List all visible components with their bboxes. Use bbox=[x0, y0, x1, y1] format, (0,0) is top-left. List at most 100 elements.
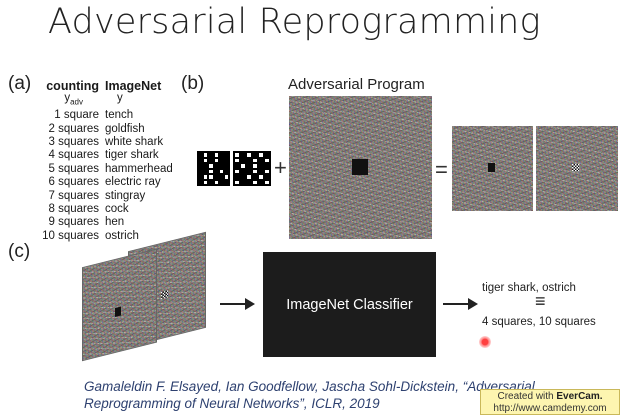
cursor-highlight bbox=[479, 336, 491, 348]
grid-cell bbox=[247, 153, 251, 157]
count-image-1 bbox=[197, 151, 230, 186]
grid-cell bbox=[199, 180, 203, 184]
grid-cell bbox=[214, 153, 218, 157]
grid-cell bbox=[224, 175, 228, 179]
count-cell: 7 squares bbox=[48, 189, 99, 202]
grid-cell bbox=[253, 175, 257, 179]
grid-cell bbox=[259, 164, 263, 168]
adversarial-program-image bbox=[289, 96, 432, 239]
grid-cell bbox=[235, 180, 239, 184]
stacked-image-front bbox=[82, 248, 157, 362]
imagenet-label-cell: ostrich bbox=[105, 229, 139, 242]
embedded-digit bbox=[161, 290, 168, 300]
grid-cell bbox=[241, 180, 245, 184]
grid-cell bbox=[235, 153, 239, 157]
grid-cell bbox=[224, 169, 228, 173]
subheader-y: y bbox=[117, 92, 123, 105]
grid-cell bbox=[199, 169, 203, 173]
count-cell: 3 squares bbox=[48, 135, 99, 148]
grid-cell bbox=[265, 158, 269, 162]
grid-cell bbox=[204, 158, 208, 162]
grid-cell bbox=[204, 175, 208, 179]
subheader-y-adv: yadv bbox=[64, 92, 83, 107]
grid-cell bbox=[247, 180, 251, 184]
grid-cell bbox=[204, 169, 208, 173]
grid-cell bbox=[199, 158, 203, 162]
imagenet-label-cell: tench bbox=[105, 109, 134, 122]
panel-label-a: (a) bbox=[8, 73, 32, 94]
grid-cell bbox=[214, 169, 218, 173]
grid-cell bbox=[214, 175, 218, 179]
output-imagenet-labels: tiger shark, ostrich bbox=[482, 282, 576, 294]
grid-cell bbox=[253, 158, 257, 162]
grid-cell bbox=[224, 180, 228, 184]
citation-line-1: Gamaleldin F. Elsayed, Ian Goodfellow, J… bbox=[84, 379, 535, 394]
grid-cell bbox=[219, 175, 223, 179]
equivalence-symbol: ≡ bbox=[535, 291, 546, 311]
plus-sign: + bbox=[274, 155, 287, 180]
equals-sign: = bbox=[435, 157, 448, 182]
grid-cell bbox=[265, 169, 269, 173]
watermark-brand: EverCam. bbox=[556, 391, 603, 402]
grid-cell bbox=[241, 164, 245, 168]
count-cell: 10 squares bbox=[42, 229, 99, 242]
grid-cell bbox=[241, 153, 245, 157]
grid-cell bbox=[253, 153, 257, 157]
imagenet-label-cell: tiger shark bbox=[105, 149, 159, 162]
grid-cell bbox=[265, 164, 269, 168]
grid-cell bbox=[259, 180, 263, 184]
watermark-url: http://www.camdemy.com bbox=[493, 403, 607, 414]
grid-cell bbox=[199, 175, 203, 179]
grid-cell bbox=[214, 164, 218, 168]
count-cell: 6 squares bbox=[48, 176, 99, 189]
imagenet-label-cell: electric ray bbox=[105, 176, 161, 189]
grid-cell bbox=[265, 180, 269, 184]
evercam-watermark: Created with EverCam. http://www.camdemy… bbox=[480, 389, 620, 415]
embedded-digit bbox=[488, 163, 495, 172]
grid-cell bbox=[204, 153, 208, 157]
program-center-square bbox=[352, 159, 368, 175]
grid-cell bbox=[214, 158, 218, 162]
imagenet-label-cell: goldfish bbox=[105, 122, 145, 135]
grid-cell bbox=[265, 175, 269, 179]
embedded-digit bbox=[115, 306, 121, 318]
slide-title: Adversarial Reprogramming bbox=[48, 2, 541, 42]
output-count-labels: 4 squares, 10 squares bbox=[482, 316, 596, 328]
table-subheader: yadv y bbox=[28, 92, 198, 109]
table-row: 5 squares hammerhead bbox=[28, 163, 198, 176]
grid-cell bbox=[259, 158, 263, 162]
grid-cell bbox=[253, 180, 257, 184]
grid-cell bbox=[259, 169, 263, 173]
count-cell: 8 squares bbox=[48, 202, 99, 215]
table-row: 9 squares hen bbox=[28, 216, 198, 229]
grid-cell bbox=[259, 175, 263, 179]
table-row: 10 squares ostrich bbox=[28, 230, 198, 243]
grid-cell bbox=[209, 164, 213, 168]
grid-cell bbox=[235, 175, 239, 179]
imagenet-label-cell: hammerhead bbox=[105, 162, 173, 175]
imagenet-label-cell: hen bbox=[105, 216, 125, 229]
grid-cell bbox=[199, 164, 203, 168]
grid-cell bbox=[224, 153, 228, 157]
grid-cell bbox=[224, 164, 228, 168]
grid-cell bbox=[204, 180, 208, 184]
grid-cell bbox=[241, 175, 245, 179]
table-header: counting ImageNet bbox=[28, 79, 198, 93]
grid-cell bbox=[235, 169, 239, 173]
panel-label-b: (b) bbox=[181, 73, 205, 94]
grid-cell bbox=[241, 169, 245, 173]
count-cell: 9 squares bbox=[48, 216, 99, 229]
grid-cell bbox=[209, 169, 213, 173]
citation: Gamaleldin F. Elsayed, Ian Goodfellow, J… bbox=[84, 378, 535, 412]
count-cell: 5 squares bbox=[48, 162, 99, 175]
imagenet-label-cell: stingray bbox=[105, 189, 146, 202]
grid-cell bbox=[209, 153, 213, 157]
header-imagenet: ImageNet bbox=[105, 79, 162, 93]
grid-cell bbox=[247, 158, 251, 162]
grid-cell bbox=[253, 164, 257, 168]
